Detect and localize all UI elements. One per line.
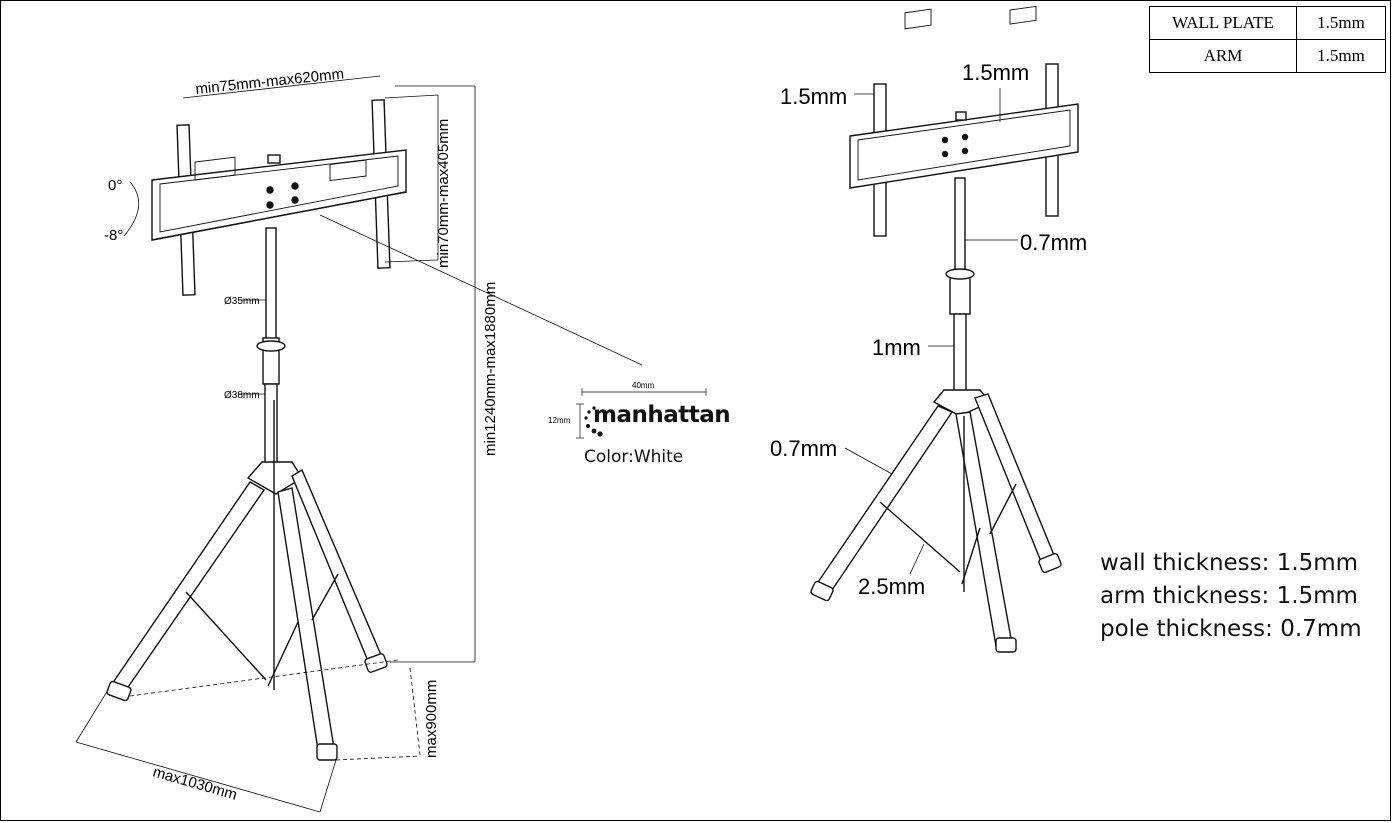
table-row: WALL PLATE 1.5mm bbox=[1149, 6, 1386, 40]
tilt-top-label: 0° bbox=[108, 177, 122, 194]
width-range-label: min75mm-max620mm bbox=[195, 65, 345, 98]
height-range-label: min70mm-max405mm bbox=[435, 119, 452, 268]
table-row: ARM 1.5mm bbox=[1149, 39, 1386, 73]
table-cell-value: 1.5mm bbox=[1296, 6, 1386, 40]
arm-thickness-note: arm thickness: 1.5mm bbox=[1100, 583, 1358, 609]
upper-pole-thickness-label: 0.7mm bbox=[1020, 230, 1087, 255]
plate-thickness-label: 1.5mm bbox=[962, 60, 1029, 85]
logo-width-dimension: 40mm bbox=[632, 381, 655, 390]
right-leader-lines bbox=[844, 88, 1018, 575]
footprint-depth-label: max900mm bbox=[423, 680, 440, 758]
wall-thickness-note: wall thickness: 1.5mm bbox=[1100, 550, 1359, 576]
brace-thickness-label: 2.5mm bbox=[858, 574, 925, 599]
logo-height-dimension: 12mm bbox=[548, 416, 571, 425]
right-stand-illustration bbox=[810, 5, 1079, 653]
thickness-spec-table: WALL PLATE 1.5mm ARM 1.5mm bbox=[1149, 6, 1386, 73]
upper-pole-diameter-label: Ø35mm bbox=[224, 296, 260, 307]
logo-dimension-lines bbox=[576, 388, 707, 439]
lower-pole-diameter-label: Ø38mm bbox=[224, 390, 260, 401]
arm-thickness-label: 1.5mm bbox=[780, 84, 847, 109]
brand-logo: manhattan bbox=[593, 402, 731, 428]
color-label: Color:White bbox=[584, 447, 684, 467]
table-cell-value: 1.5mm bbox=[1296, 39, 1386, 73]
brand-logo-dots-icon bbox=[584, 406, 603, 437]
leg-thickness-label: 0.7mm bbox=[770, 436, 837, 461]
left-stand-illustration bbox=[106, 99, 407, 761]
tilt-bottom-label: -8° bbox=[104, 227, 123, 244]
footprint-width-label: max1030mm bbox=[151, 764, 239, 804]
overall-height-label: min1240mm-max1880mm bbox=[482, 282, 499, 456]
lower-pole-thickness-label: 1mm bbox=[872, 335, 921, 360]
pole-thickness-note: pole thickness: 0.7mm bbox=[1100, 616, 1362, 642]
left-dimension-lines bbox=[75, 75, 643, 813]
